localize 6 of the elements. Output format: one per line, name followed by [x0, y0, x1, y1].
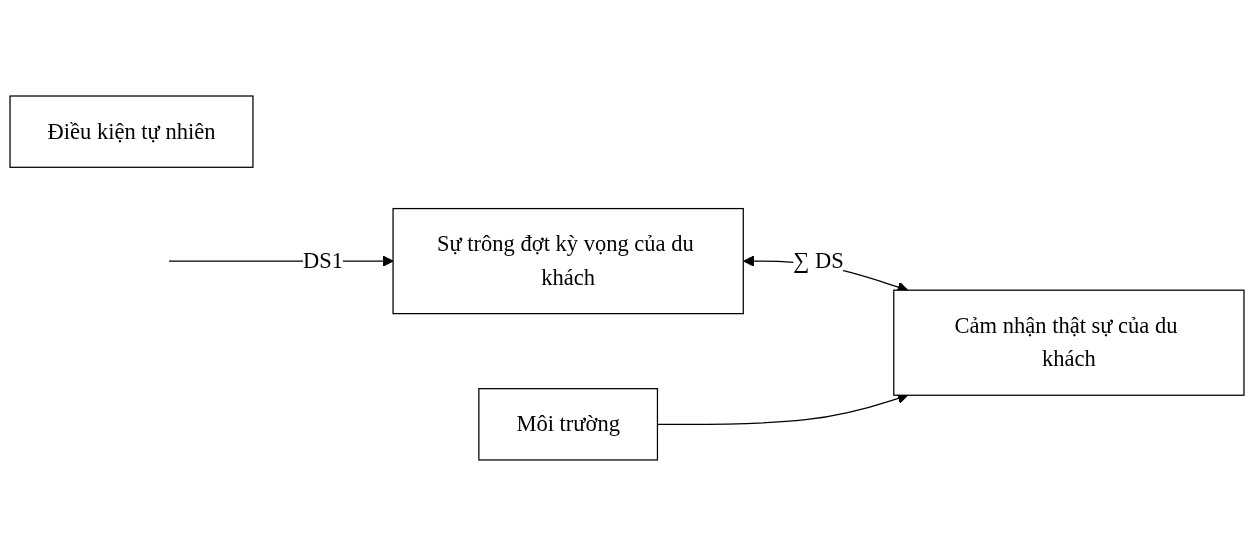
node-box: Cảm nhận thật sự của du khách: [893, 289, 1245, 396]
edge-label: ∑ DS: [793, 247, 844, 273]
node-box: Môi trường: [478, 387, 659, 461]
node-box: Sự trông đợt kỳ vọng của du khách: [392, 207, 744, 314]
node-box: Điều kiện tự nhiên: [9, 94, 254, 168]
edge-label: DS1: [302, 247, 344, 273]
